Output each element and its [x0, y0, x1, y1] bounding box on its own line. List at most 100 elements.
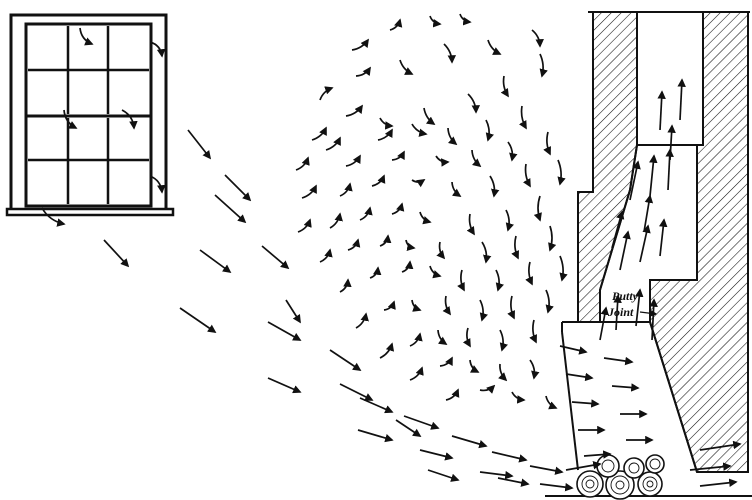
- airflow-arrow: [611, 383, 640, 392]
- airflow-arrow: [507, 141, 518, 162]
- airflow-arrow: [639, 224, 651, 263]
- airflow-arrow: [423, 107, 436, 125]
- airflow-arrow: [379, 234, 392, 247]
- airflow-arrow: [525, 261, 533, 286]
- airflow-arrow: [529, 359, 540, 380]
- airflow-arrow: [459, 13, 472, 26]
- airflow-arrow: [359, 206, 373, 221]
- airflow-arrow: [481, 241, 492, 264]
- airflow-arrow: [339, 383, 374, 401]
- airflow-arrow: [507, 295, 515, 320]
- window-muntins: [28, 26, 149, 204]
- airflow-arrow: [545, 289, 554, 314]
- airflow-arrow: [689, 462, 732, 471]
- airflow-arrow: [41, 207, 66, 227]
- airflow-arrow: [429, 265, 442, 279]
- airflow-arrow: [319, 86, 334, 101]
- airflow-arrow: [419, 211, 432, 225]
- airflow-arrow: [399, 59, 414, 75]
- airflow-arrow: [411, 299, 422, 312]
- airflow-arrow: [511, 391, 526, 404]
- airflow-arrow: [451, 181, 462, 197]
- airflow-arrow: [635, 288, 644, 327]
- window-frame: [9, 13, 168, 212]
- airflow-arrow: [466, 213, 475, 236]
- airflow-arrow: [409, 366, 424, 381]
- airflow-arrow: [295, 156, 310, 171]
- masonry-right-wall: [649, 11, 749, 473]
- airflow-arrow: [311, 126, 327, 141]
- airflow-arrow: [261, 245, 290, 270]
- window: [5, 13, 175, 217]
- log: [596, 454, 620, 478]
- airflow-arrow: [543, 131, 551, 156]
- airflow-arrow: [199, 249, 232, 274]
- airflow-arrow: [545, 395, 558, 410]
- airflow-arrow: [391, 202, 405, 215]
- airflow-arrow: [497, 477, 530, 487]
- airflow-arrow: [629, 160, 641, 201]
- airflow-arrow: [187, 129, 212, 160]
- airflow-arrow: [403, 415, 440, 430]
- airflow-arrow: [599, 306, 609, 341]
- airflow-arrow: [351, 38, 369, 51]
- airflow-arrow: [539, 53, 548, 78]
- airflow-arrow: [379, 117, 394, 130]
- airflow-arrow: [451, 435, 488, 449]
- airflow-arrow: [559, 345, 588, 355]
- log: [576, 470, 604, 498]
- airflow-arrow: [565, 372, 594, 382]
- airflow-arrow: [699, 440, 742, 451]
- fireplace-masonry: [545, 11, 752, 497]
- airflow-arrow: [437, 329, 448, 345]
- airflow-arrow: [391, 150, 405, 161]
- airflow-arrow: [522, 163, 531, 188]
- putty-joint-label-line1: Putty: [612, 289, 639, 303]
- airflow-arrow: [447, 127, 458, 146]
- airflow-arrow: [411, 179, 426, 188]
- airflow-arrow: [355, 66, 371, 77]
- airflow-arrow: [63, 109, 78, 129]
- airflow-arrow: [485, 119, 494, 142]
- airflow-arrow: [487, 39, 502, 55]
- airflow-arrow: [559, 255, 568, 282]
- airflow-arrow: [479, 384, 496, 394]
- airflow-arrow: [439, 356, 453, 367]
- airflow-arrow: [427, 469, 460, 482]
- airflow-arrow: [419, 449, 454, 461]
- airflow-arrow: [619, 230, 631, 271]
- airflow-arrow: [377, 128, 393, 141]
- airflow-arrow: [643, 194, 654, 233]
- fireplace-hood: [561, 321, 698, 473]
- airflow-arrow: [649, 154, 658, 197]
- airflow-arrow: [345, 104, 363, 117]
- airflow-arrow: [297, 218, 312, 233]
- airflow-arrow: [357, 429, 394, 443]
- airflow-arrow: [103, 239, 130, 268]
- airflow-arrow: [329, 349, 362, 371]
- airflow-arrow: [659, 218, 668, 257]
- airflow-arrow: [429, 15, 442, 28]
- airflow-arrow: [479, 470, 514, 480]
- airflow-arrow: [443, 43, 457, 64]
- masonry-left-wall: [577, 11, 638, 323]
- airflow-arrow: [445, 388, 460, 401]
- putty-joint-label: Putty Joint: [607, 289, 658, 319]
- airflow-arrow: [479, 299, 488, 322]
- airflow-arrow: [649, 298, 658, 341]
- airflow-arrow: [500, 75, 509, 98]
- airflow-arrow: [267, 377, 302, 394]
- airflow-arrow: [495, 269, 504, 292]
- airflow-arrow: [667, 124, 676, 161]
- airflow-arrow: [383, 300, 396, 311]
- airflow-arrow: [699, 478, 738, 487]
- airflow-arrow: [369, 266, 382, 279]
- airflow-arrow: [583, 450, 612, 459]
- airflow-arrow: [471, 149, 482, 168]
- airflow-arrow: [505, 209, 514, 232]
- airflow-arrow: [319, 248, 333, 263]
- airflow-arrow: [379, 342, 395, 359]
- airflow-arrow: [499, 329, 508, 352]
- airflow-arrow: [539, 482, 574, 492]
